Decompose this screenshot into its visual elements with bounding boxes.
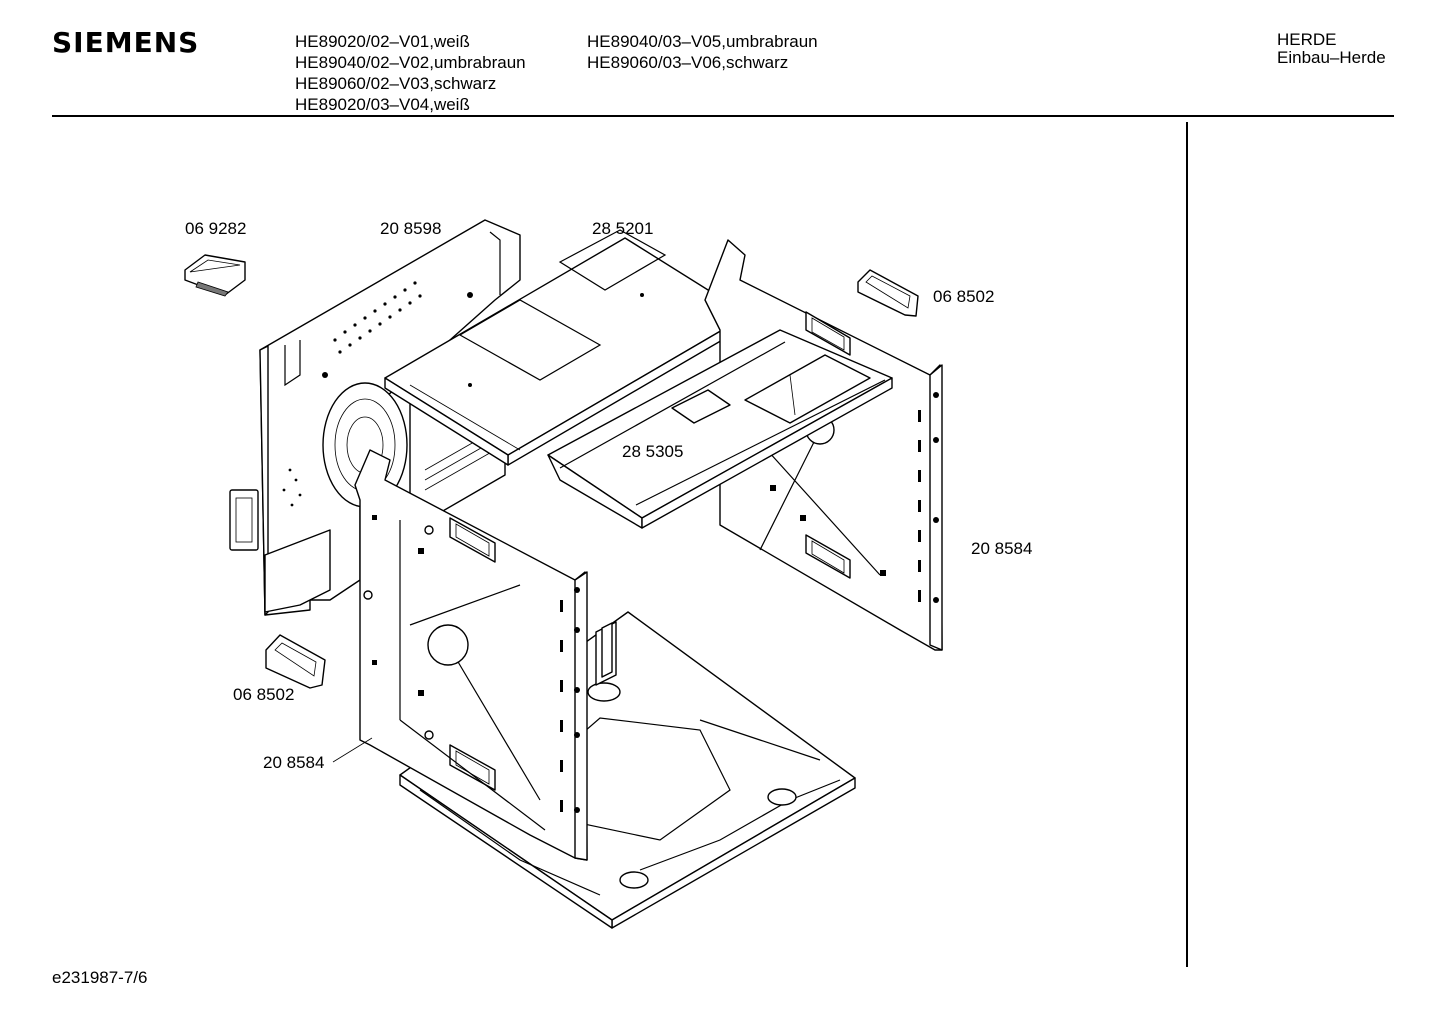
model-list-right: HE89040/03–V05,umbrabraun HE89060/03–V06… xyxy=(587,31,818,73)
part-label: 06 8502 xyxy=(233,685,294,704)
part-label: 28 5305 xyxy=(622,442,683,461)
part-label: 06 9282 xyxy=(185,219,246,238)
part-label: 20 8584 xyxy=(263,753,324,772)
part-label: 06 8502 xyxy=(933,287,994,306)
model-line: HE89020/03–V04,weiß xyxy=(295,95,470,114)
oven-floor-panel xyxy=(399,611,856,929)
part-label: 20 8584 xyxy=(971,539,1032,558)
inner-tray xyxy=(547,329,893,529)
model-line: HE89020/02–V01,weiß xyxy=(295,32,470,51)
part-label: 20 8598 xyxy=(380,219,441,238)
document-id: e231987-7/6 xyxy=(52,968,148,987)
model-line: HE89040/02–V02,umbrabraun xyxy=(295,53,526,72)
model-line: HE89040/03–V05,umbrabraun xyxy=(587,32,818,51)
category-block: HERDE Einbau–Herde xyxy=(1277,31,1386,67)
category-subtitle: Einbau–Herde xyxy=(1277,48,1386,67)
category-title: HERDE xyxy=(1277,30,1337,49)
front-side-panel xyxy=(354,449,588,861)
top-panel xyxy=(384,229,749,466)
part-label: 28 5201 xyxy=(592,219,653,238)
small-bracket xyxy=(184,254,246,297)
side-rule xyxy=(1186,122,1188,967)
brand-logo: SIEMENS xyxy=(52,26,200,59)
model-line: HE89060/02–V03,schwarz xyxy=(295,74,497,93)
model-list-left: HE89020/02–V01,weiß HE89040/02–V02,umbra… xyxy=(295,31,526,115)
model-line: HE89060/03–V06,schwarz xyxy=(587,53,789,72)
header-rule xyxy=(52,115,1394,117)
handle-lower xyxy=(265,634,326,689)
handle-upper xyxy=(857,269,919,317)
leader-line xyxy=(332,737,373,763)
